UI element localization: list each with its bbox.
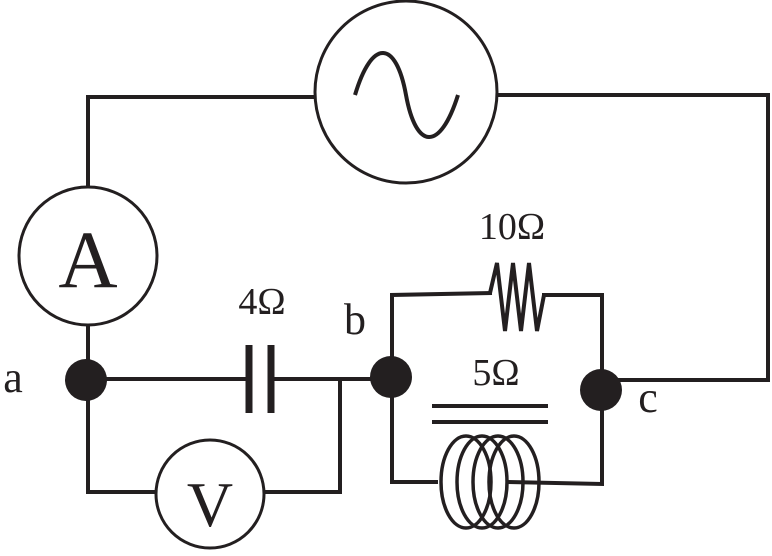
inductor-coil-1	[439, 434, 493, 530]
ammeter: A	[17, 185, 159, 327]
wire-resistor-left	[390, 291, 493, 378]
capacitor: 4Ω	[238, 281, 286, 413]
resistor-zigzag	[488, 262, 546, 332]
node-c-label: c	[638, 373, 658, 422]
wire-voltmeter-right	[262, 379, 342, 494]
inductor-coil-3	[471, 434, 525, 530]
node-a-label: a	[3, 353, 23, 402]
node-c-dot	[580, 369, 622, 411]
node-a-dot	[65, 359, 107, 401]
resistor: 10Ω	[479, 206, 546, 332]
wire-resistor-right	[542, 293, 604, 380]
capacitor-label: 4Ω	[238, 281, 285, 323]
ammeter-label: A	[58, 214, 117, 305]
ac-source	[313, 0, 499, 185]
voltmeter: V	[154, 438, 266, 550]
inductor: 5Ω	[432, 352, 548, 530]
wire-top-right	[496, 93, 770, 382]
node-b-dot	[370, 356, 412, 398]
wire-top-left	[86, 95, 316, 190]
wire-voltmeter-left	[86, 380, 158, 494]
voltmeter-label: V	[187, 469, 233, 540]
nodes: a b c	[3, 295, 658, 422]
resistor-label: 10Ω	[479, 206, 545, 248]
node-b-label: b	[344, 295, 366, 344]
inductor-label: 5Ω	[472, 352, 519, 394]
inductor-coil-2	[455, 434, 509, 530]
sine-wave-icon	[353, 51, 460, 139]
wire-inductor-left	[390, 378, 438, 484]
ammeter-circle	[17, 185, 159, 327]
inductor-coil-4	[487, 434, 541, 530]
voltmeter-circle	[154, 438, 266, 550]
